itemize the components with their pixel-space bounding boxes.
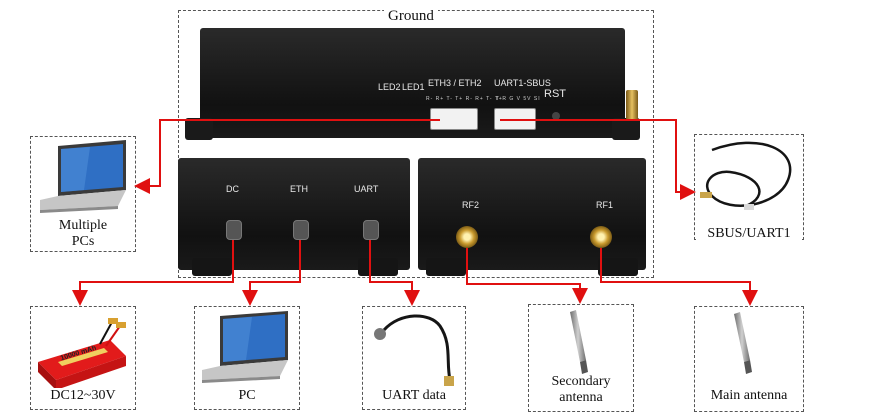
eth-lemo-port [293,220,309,240]
mounting-flange-left [185,118,213,140]
left-device-foot-left [192,258,232,276]
uart-lemo-port [363,220,379,240]
uart-data-caption: UART data [372,388,456,404]
eth-to-pc-line [242,240,301,306]
main-antenna-icon [734,312,752,374]
main-antenna-box [694,306,804,412]
secondary-antenna-caption-line2: antenna [559,390,603,405]
multiple-pcs-caption-line2: PCs [71,234,95,249]
dc-label: DC [226,184,239,194]
rst-label: RST [544,88,566,100]
secondary-antenna-caption-line1: Secondary [551,374,611,389]
rf2-sma-connector [456,226,478,248]
dc-to-power-line [72,240,234,306]
left-device-foot-right [358,258,398,276]
eth-label: ETH [290,184,308,194]
led1-label: LED1 [402,82,425,92]
dc-port [226,220,242,240]
sbus-cable-icon [700,141,792,210]
led2-label: LED2 [378,82,401,92]
uart-pin-labels: T R G V 5V SI [496,96,541,102]
uart-to-sbus-line [500,119,696,200]
connector-lines [72,119,758,306]
dc-power-box [30,306,136,410]
right-device-body: RF2 RF1 [418,158,646,270]
rst-button [552,112,560,120]
eth-to-pcs-line [134,119,440,194]
rf1-sma-connector [590,226,612,248]
ground-label: Ground [384,8,438,25]
uart-header-label: UART1-SBUS [494,78,551,88]
dc-power-caption: DC12~30V [36,388,130,404]
uart-to-data-line [369,240,420,306]
main-antenna-caption: Main antenna [700,388,798,404]
eth-header-label: ETH3 / ETH2 [428,78,482,88]
rf2-label: RF2 [462,200,480,210]
secondary-antenna-box [528,304,634,412]
battery-icon [38,318,126,390]
pc-laptop-icon [202,311,288,383]
uart-data-box [362,306,466,410]
multiple-pcs-caption-line1: Multiple [58,218,108,233]
uart-label: UART [354,184,379,194]
right-device-foot-left [426,258,466,276]
eth-pin-labels: R- R+ T- T+ R- R+ T- T+ [426,96,503,102]
multiple-pcs-caption: Multiple PCs [42,218,124,250]
left-device-body: DC ETH UART [178,158,410,270]
multiple-pcs-laptop-icon [40,140,126,213]
right-device-foot-right [598,258,638,276]
secondary-antenna-icon [570,310,588,374]
rf1-to-main-line [600,248,758,306]
rf1-label: RF1 [596,200,614,210]
pc-box [194,306,300,410]
secondary-antenna-caption: Secondary antenna [536,374,626,406]
pc-caption: PC [222,388,272,404]
rf2-to-secondary-line [466,248,588,304]
top-antenna-connector [626,90,638,120]
mounting-flange-right [612,118,640,140]
uart-cable-icon [374,314,454,386]
sbus-uart1-caption: SBUS/UART1 [696,226,802,242]
multiple-pcs-box [30,136,136,252]
